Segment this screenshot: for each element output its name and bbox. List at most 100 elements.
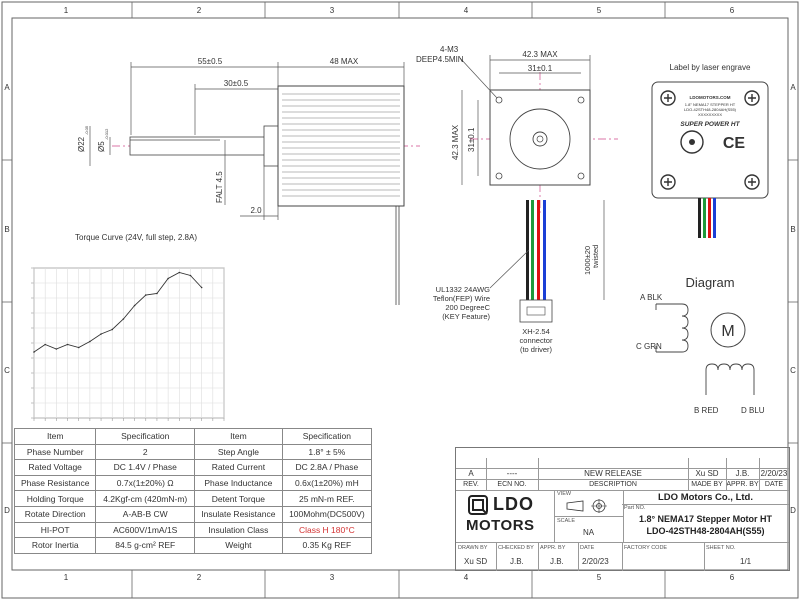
label-super: SUPER POWER HT bbox=[680, 121, 740, 128]
label-view-title: Label by laser engrave bbox=[670, 63, 751, 72]
torque-point bbox=[100, 333, 102, 335]
col-2-bottom: 2 bbox=[197, 573, 202, 582]
spec-row-cell-1: A-AB-B CW bbox=[95, 505, 196, 523]
col-2-top: 2 bbox=[197, 6, 202, 15]
connector-line-1: XH-2.54 bbox=[522, 327, 550, 336]
spec-header-row-cell-2: Item bbox=[194, 428, 283, 445]
row-c-left: C bbox=[4, 366, 10, 375]
spec-row-cell-0: Rotor Inertia bbox=[13, 537, 97, 554]
cooling-fins bbox=[282, 93, 400, 197]
made-head: MADE BY bbox=[691, 481, 723, 488]
spec-row-cell-1: 0.7x(1±20%) Ω bbox=[95, 474, 196, 492]
col-6-bottom: 6 bbox=[730, 573, 735, 582]
torque-title: Torque Curve (24V, full step, 2.8A) bbox=[75, 233, 197, 242]
connector-line-3: (to driver) bbox=[520, 345, 553, 354]
sheet-value: 1/1 bbox=[740, 557, 752, 566]
row-markers: A B C D A B C D bbox=[4, 83, 796, 515]
label-line-3: XXXXXXXXX bbox=[698, 112, 722, 117]
col-3-top: 3 bbox=[330, 6, 335, 15]
rev-value: A bbox=[468, 469, 474, 478]
view-label: VIEW bbox=[557, 491, 572, 497]
col-1-bottom: 1 bbox=[64, 573, 69, 582]
checked-value: J.B. bbox=[510, 557, 524, 566]
spec-row-cell-1: AC600V/1mA/1S bbox=[95, 521, 196, 539]
logo-text-bottom: MOTORS bbox=[466, 517, 535, 534]
ecn-value: ---- bbox=[506, 469, 518, 478]
row-c-right: C bbox=[790, 366, 796, 375]
diagram-title: Diagram bbox=[685, 275, 734, 290]
col-1-top: 1 bbox=[64, 6, 69, 15]
spec-row-cell-3: Class H 180°C bbox=[281, 521, 373, 539]
made-value: Xu SD bbox=[695, 469, 719, 478]
part-label: Part NO. bbox=[624, 505, 646, 511]
dim-2-label: 2.0 bbox=[250, 206, 262, 215]
spec-row-cell-3: 1.8° ± 5% bbox=[281, 443, 373, 461]
label-view: Label by laser engrave LDOMOTORS.COM 1.8… bbox=[651, 63, 769, 238]
wire-note-line-4: (KEY Feature) bbox=[442, 312, 490, 321]
row-a-left: A bbox=[4, 83, 10, 92]
motor-body bbox=[277, 85, 405, 207]
torque-chart bbox=[31, 267, 225, 421]
label-screws bbox=[660, 90, 760, 190]
title-block: A ---- NEW RELEASE Xu SD J.B. 2/20/23 RE… bbox=[455, 447, 790, 571]
wire-blue bbox=[543, 200, 546, 300]
mount-hole-tr bbox=[577, 96, 585, 104]
front-shaft-inner bbox=[536, 135, 544, 143]
apprby-label: APPR. BY bbox=[540, 545, 566, 551]
torque-point bbox=[77, 346, 80, 349]
row-b-right: B bbox=[790, 225, 795, 234]
spec-row-cell-0: HI-POT bbox=[13, 521, 97, 539]
column-markers-bottom: 1 2 3 4 5 6 bbox=[64, 573, 735, 582]
front-shaft bbox=[532, 131, 548, 147]
dim-42-left-label: 42.3 MAX bbox=[451, 124, 460, 160]
label-qr-ring bbox=[680, 130, 704, 154]
spec-row-cell-2: Rated Current bbox=[194, 459, 283, 476]
torque-point bbox=[156, 292, 158, 295]
col-5-bottom: 5 bbox=[597, 573, 602, 582]
lead-c: C GRN bbox=[636, 342, 662, 351]
wire-note-line-3: 200 DegreeC bbox=[445, 303, 490, 312]
spec-header-row-cell-3: Specification bbox=[281, 428, 373, 445]
dim-31-left-label: 31±0.1 bbox=[467, 127, 476, 152]
hole-leader bbox=[459, 57, 498, 99]
depth-label: DEEP4.5MIN bbox=[416, 55, 464, 64]
spec-row-cell-2: Step Angle bbox=[194, 443, 283, 461]
label-brand: LDOMOTORS.COM bbox=[690, 95, 731, 100]
desc-head: DESCRIPTION bbox=[589, 481, 637, 488]
dim-5-label: Ø5 bbox=[97, 141, 106, 152]
lead-a: A BLK bbox=[640, 293, 663, 302]
screw-slots bbox=[664, 94, 756, 186]
motor-symbol bbox=[710, 312, 746, 348]
date-value: 2/20/23 bbox=[760, 469, 788, 478]
appr-head: APPR. BY bbox=[726, 481, 759, 488]
wire-red bbox=[537, 200, 540, 300]
rev-head: REV. bbox=[463, 481, 479, 488]
row-a-right: A bbox=[790, 83, 796, 92]
label-wire-red bbox=[708, 198, 711, 238]
part-line-2: LDO-42STH48-2804AH(S55) bbox=[646, 526, 765, 536]
row-d-left: D bbox=[4, 506, 10, 515]
front-boss bbox=[509, 108, 571, 170]
ecn-head: ECN NO. bbox=[497, 481, 527, 488]
date-label: DATE bbox=[580, 545, 595, 551]
scale-value: NA bbox=[583, 528, 595, 537]
spec-row-cell-3: 0.35 Kg REF bbox=[281, 537, 373, 554]
checked-label: CHECKED BY bbox=[498, 545, 534, 551]
wiring-diagram: Diagram M A BLK C GRN B RED D BLU bbox=[636, 275, 765, 415]
projection-symbol-icon bbox=[566, 499, 607, 513]
logo-text-top: LDO bbox=[493, 494, 534, 514]
flat-label: FALT 4.5 bbox=[215, 171, 224, 203]
label-line-1: 1.8° NEMA17 STEPPER HT bbox=[685, 102, 736, 107]
torque-point bbox=[189, 274, 192, 277]
coil-bd bbox=[705, 363, 755, 395]
apprby-value: J.B. bbox=[550, 557, 564, 566]
dim-31-top-label: 31±0.1 bbox=[528, 64, 553, 73]
label-ce: CE bbox=[723, 135, 746, 152]
mount-hole-bl bbox=[495, 172, 503, 180]
